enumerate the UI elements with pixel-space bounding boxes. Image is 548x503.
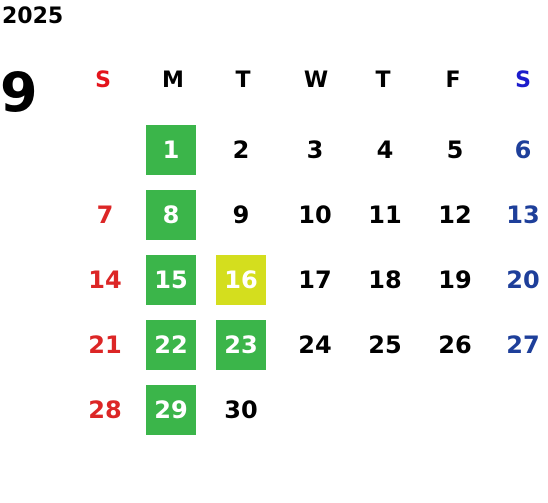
day-6[interactable]: 6: [514, 136, 532, 164]
day-18[interactable]: 18: [368, 266, 402, 294]
weekday-saturday: S: [515, 68, 531, 93]
day-22[interactable]: 22: [146, 320, 196, 370]
weekday-thursday: T: [375, 68, 391, 93]
day-11[interactable]: 11: [368, 201, 402, 229]
day-12[interactable]: 12: [438, 201, 472, 229]
weekday-monday: M: [162, 68, 184, 93]
day-26[interactable]: 26: [438, 331, 472, 359]
day-1[interactable]: 1: [146, 125, 196, 175]
day-10[interactable]: 10: [298, 201, 332, 229]
day-16[interactable]: 16: [216, 255, 266, 305]
day-21[interactable]: 21: [88, 331, 122, 359]
day-8[interactable]: 8: [146, 190, 196, 240]
day-3[interactable]: 3: [306, 136, 324, 164]
weekday-wednesday: W: [303, 68, 329, 93]
day-5[interactable]: 5: [446, 136, 464, 164]
day-20[interactable]: 20: [506, 266, 540, 294]
day-17[interactable]: 17: [298, 266, 332, 294]
day-4[interactable]: 4: [376, 136, 394, 164]
day-29[interactable]: 29: [146, 385, 196, 435]
year-label: 2025: [2, 4, 64, 29]
day-7[interactable]: 7: [96, 201, 114, 229]
day-28[interactable]: 28: [88, 396, 122, 424]
day-14[interactable]: 14: [88, 266, 122, 294]
month-number: 9: [0, 61, 38, 124]
day-9[interactable]: 9: [232, 201, 250, 229]
day-25[interactable]: 25: [368, 331, 402, 359]
day-30[interactable]: 30: [224, 396, 258, 424]
day-27[interactable]: 27: [506, 331, 540, 359]
day-23[interactable]: 23: [216, 320, 266, 370]
day-15[interactable]: 15: [146, 255, 196, 305]
day-19[interactable]: 19: [438, 266, 472, 294]
day-13[interactable]: 13: [506, 201, 540, 229]
weekday-sunday: S: [95, 68, 111, 93]
weekday-tuesday: T: [235, 68, 251, 93]
day-2[interactable]: 2: [232, 136, 250, 164]
day-24[interactable]: 24: [298, 331, 332, 359]
weekday-friday: F: [445, 68, 461, 93]
